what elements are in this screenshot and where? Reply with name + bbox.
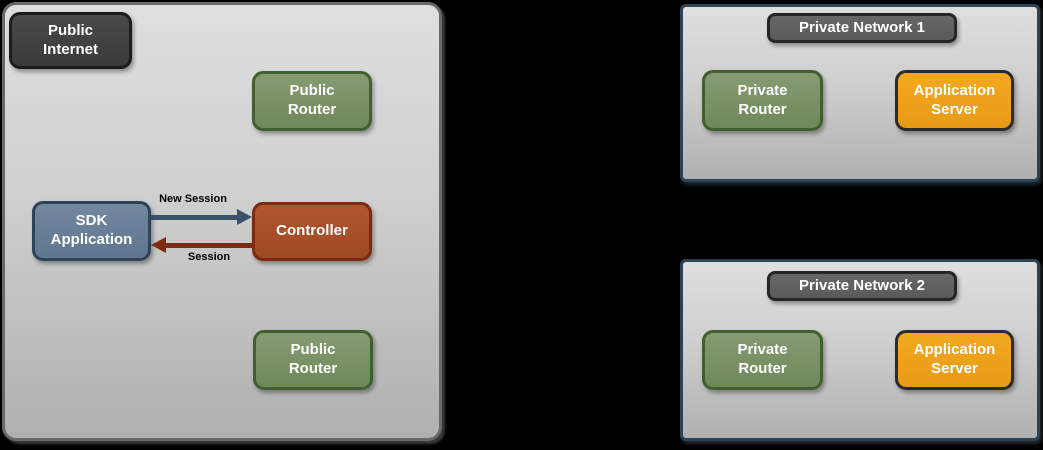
private-network-1-title-badge: Private Network 1 bbox=[767, 13, 957, 43]
node-private-router-2: Private Router bbox=[702, 330, 823, 390]
arrow-new-session-label: New Session bbox=[159, 193, 227, 205]
node-public-router-bottom: Public Router bbox=[253, 330, 373, 390]
node-application-server-2: Application Server bbox=[895, 330, 1014, 390]
node-public-router-bottom-label: Public Router bbox=[288, 341, 338, 377]
arrow-session-shaft bbox=[166, 243, 252, 248]
node-public-internet-label: Public Internet bbox=[42, 21, 98, 58]
node-public-router-top-label: Public Router bbox=[287, 82, 337, 118]
node-sdk-application-label: SDK Application bbox=[50, 212, 133, 248]
node-private-router-1-label: Private Router bbox=[737, 81, 788, 118]
node-controller: Controller bbox=[252, 202, 372, 261]
node-sdk-application: SDK Application bbox=[32, 201, 151, 261]
private-network-2-zone: Private Network 2 Private Router Applica… bbox=[680, 259, 1040, 441]
node-private-router-2-label: Private Router bbox=[737, 341, 788, 377]
private-network-2-title: Private Network 2 bbox=[799, 276, 925, 294]
arrow-new-session-shaft bbox=[151, 215, 238, 220]
arrow-new-session-head-icon bbox=[237, 209, 252, 225]
private-network-1-title: Private Network 1 bbox=[799, 18, 925, 36]
arrow-session-label: Session bbox=[187, 251, 231, 263]
node-private-router-1: Private Router bbox=[702, 70, 823, 131]
node-application-server-1: Application Server bbox=[895, 70, 1014, 131]
node-application-server-2-label: Application Server bbox=[913, 341, 996, 377]
node-application-server-1-label: Application Server bbox=[913, 81, 996, 118]
arrow-session-head-icon bbox=[151, 237, 166, 253]
private-network-1-zone: Private Network 1 Private Router Applica… bbox=[680, 4, 1040, 182]
node-controller-label: Controller bbox=[276, 222, 348, 240]
private-network-2-title-badge: Private Network 2 bbox=[767, 271, 957, 301]
node-public-internet: Public Internet bbox=[9, 12, 132, 69]
node-public-router-top: Public Router bbox=[252, 71, 372, 131]
public-internet-zone: Public Internet Public Router SDK Applic… bbox=[2, 2, 442, 441]
